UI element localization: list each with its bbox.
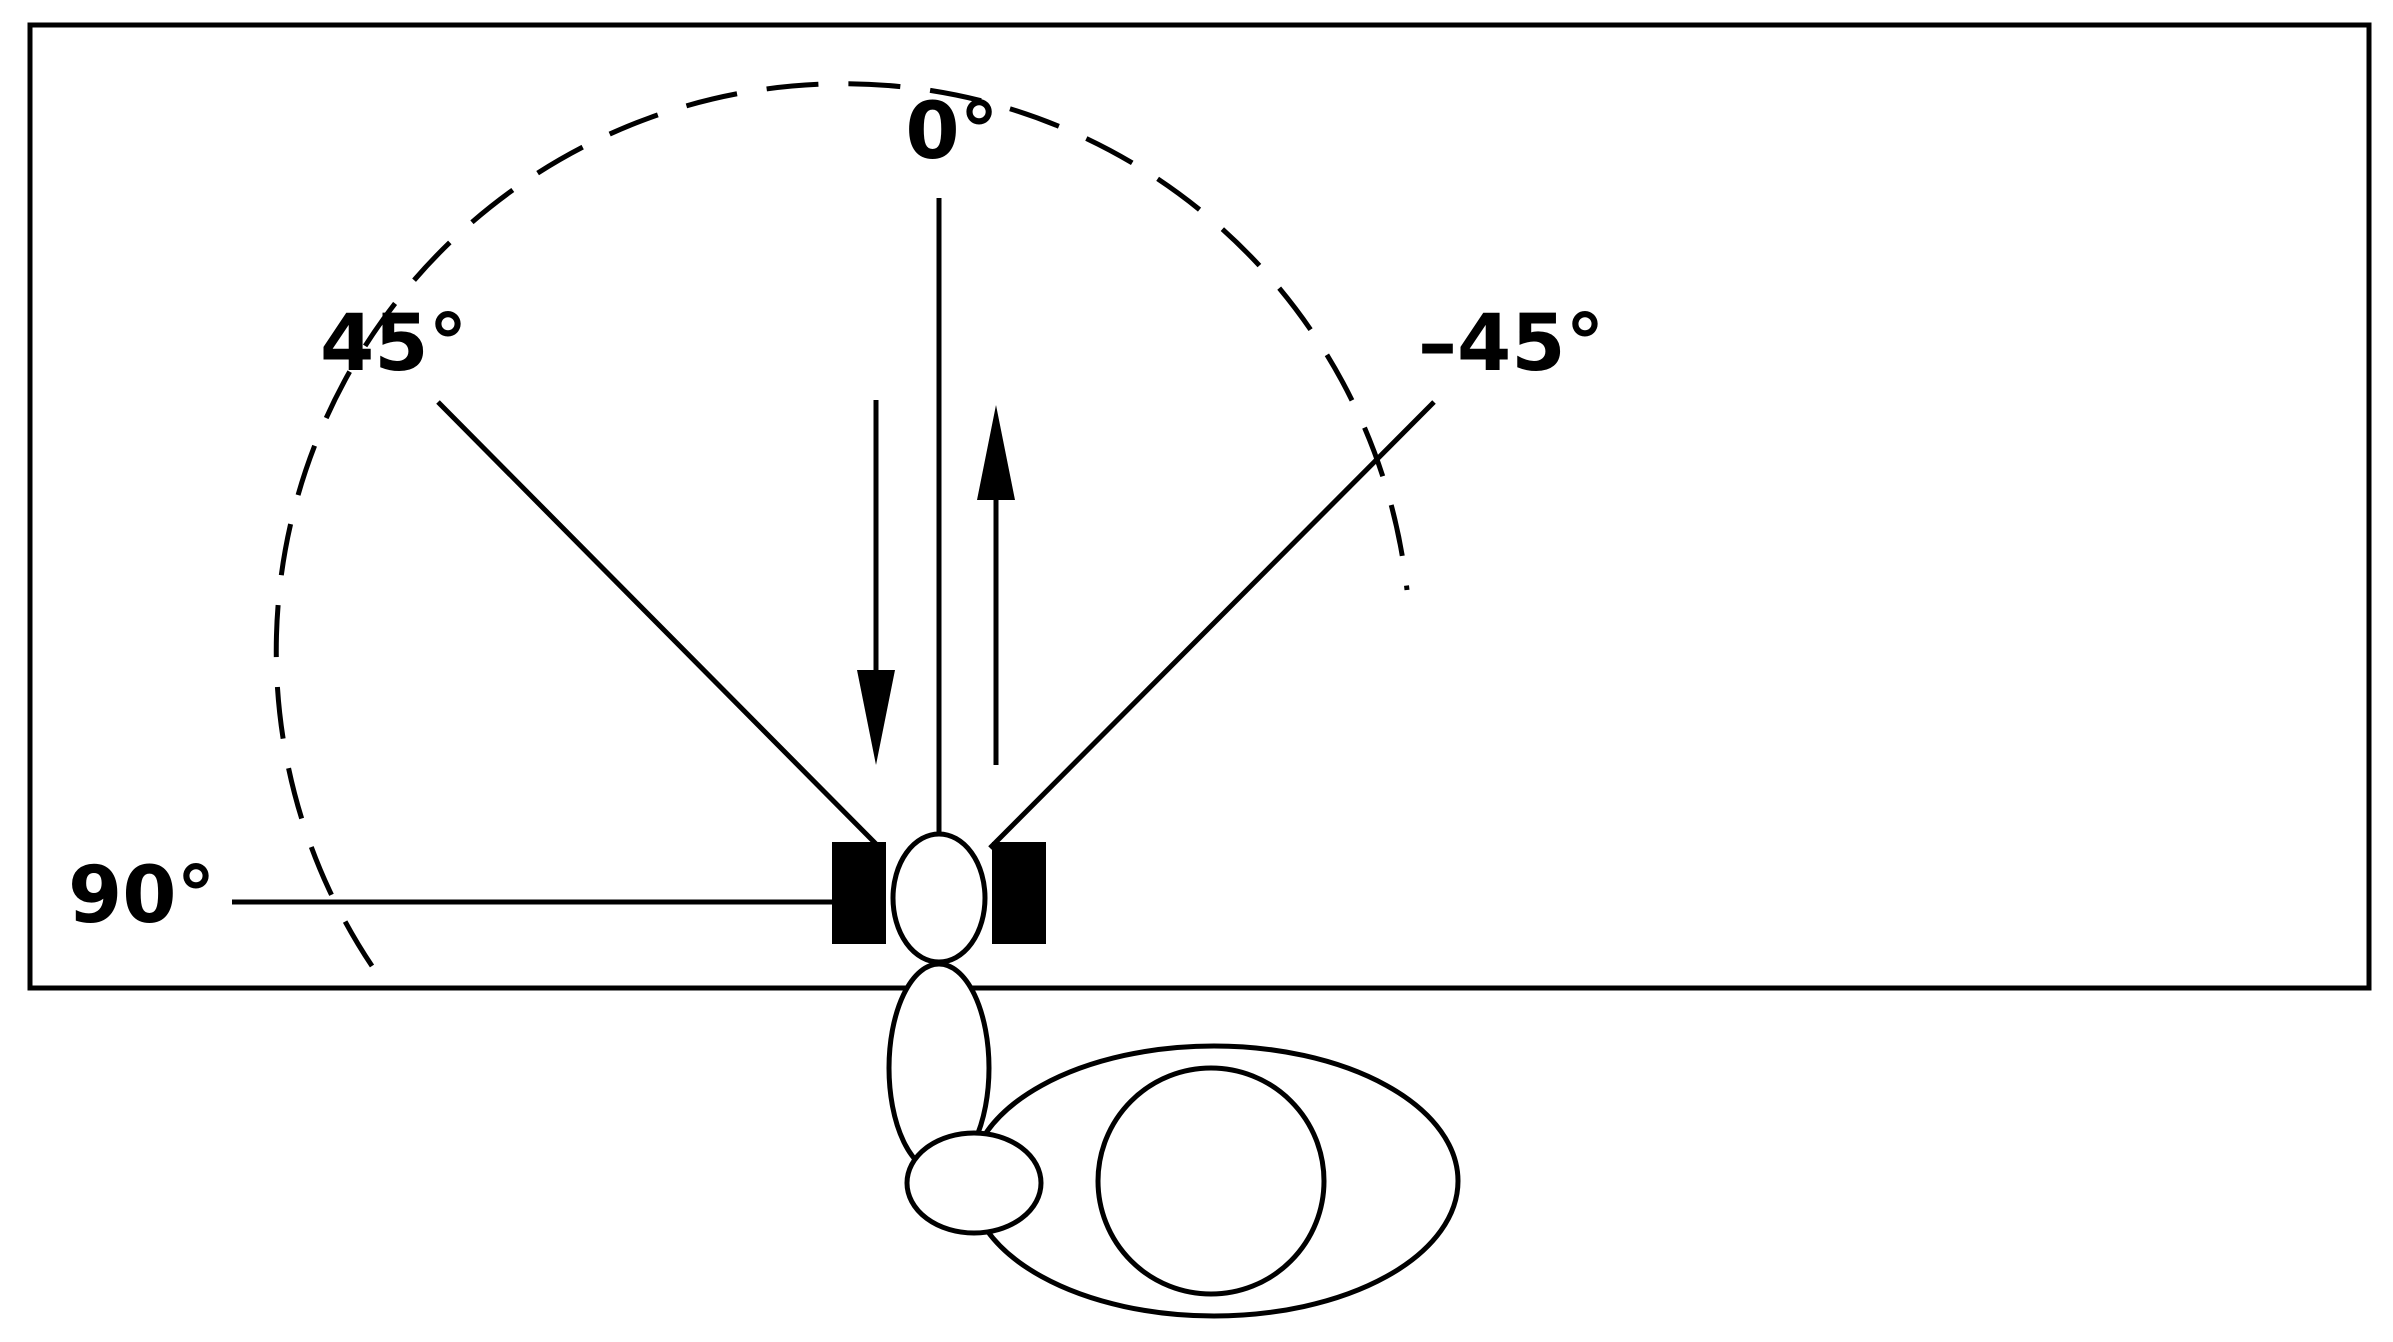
hand bbox=[890, 831, 988, 965]
arrow-up-head bbox=[977, 405, 1015, 500]
line-45-deg bbox=[436, 400, 882, 850]
reach-arc-dashed bbox=[273, 81, 1410, 968]
line-neg45-deg bbox=[988, 400, 1436, 850]
label-0-deg: 0° bbox=[905, 87, 998, 177]
table-outline bbox=[27, 22, 2372, 991]
arrow-down-head bbox=[857, 670, 895, 765]
label-45-deg: 45° bbox=[320, 299, 468, 389]
grip-pad-right bbox=[992, 842, 1046, 944]
label-90-deg: 90° bbox=[68, 851, 216, 941]
shoulder bbox=[904, 1130, 1044, 1236]
head bbox=[1095, 1065, 1327, 1297]
grip-pad-left bbox=[832, 842, 886, 944]
label-neg45-deg: –45° bbox=[1418, 299, 1605, 389]
